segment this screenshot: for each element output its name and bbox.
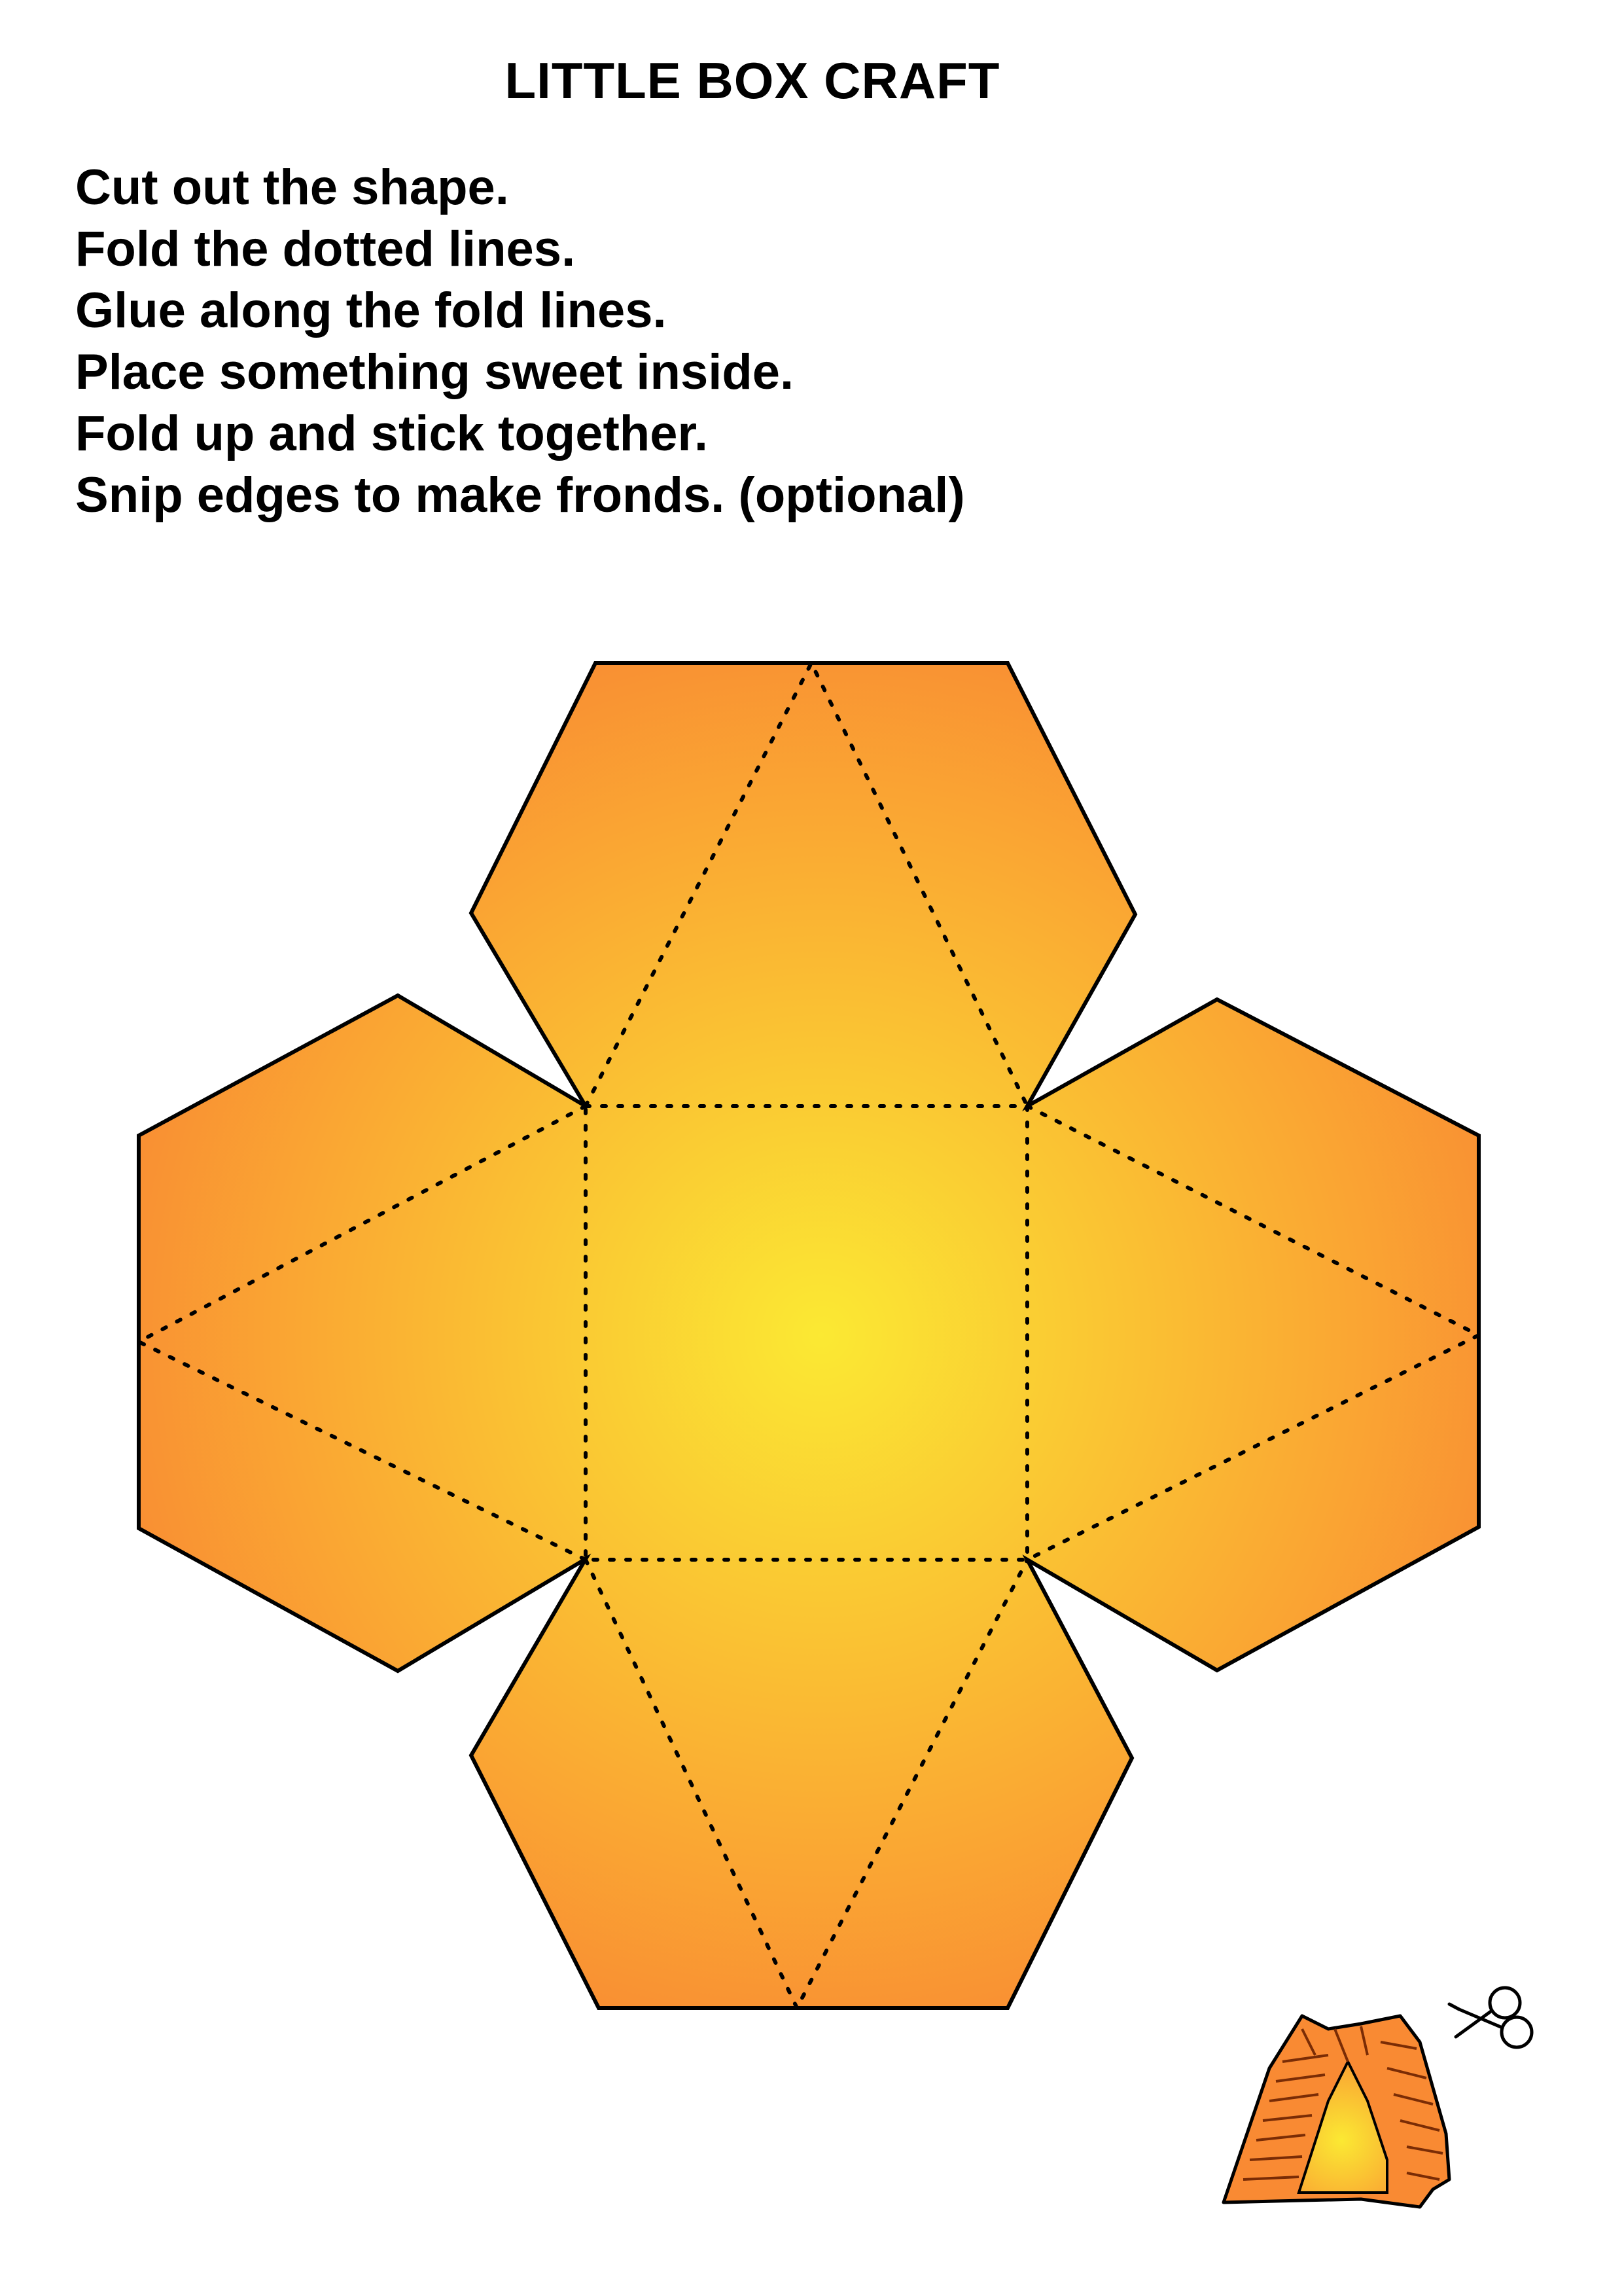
instruction-step: Place something sweet inside. (75, 344, 794, 400)
fold-top-triangle (584, 658, 1029, 1108)
fold-bottom-triangle (584, 1558, 1029, 2013)
fold-left-triangle (134, 1104, 588, 1562)
page-title: LITTLE BOX CRAFT (504, 52, 1000, 109)
fold-lines (134, 658, 1483, 2013)
finished-box-illustration (1222, 2014, 1451, 2209)
instruction-step: Snip edges to make fronds. (optional) (75, 467, 965, 523)
instruction-step: Glue along the fold lines. (75, 283, 667, 338)
cut-outline (137, 661, 1481, 2010)
instruction-step: Cut out the shape. (75, 160, 509, 215)
scissors-icon (1447, 1986, 1534, 2049)
fold-square (584, 1104, 1029, 1562)
instruction-step: Fold up and stick together. (75, 406, 708, 461)
fold-right-triangle (1025, 1104, 1483, 1562)
instruction-step: Fold the dotted lines. (75, 221, 576, 277)
instruction-list: Cut out the shape. Fold the dotted lines… (75, 157, 965, 526)
